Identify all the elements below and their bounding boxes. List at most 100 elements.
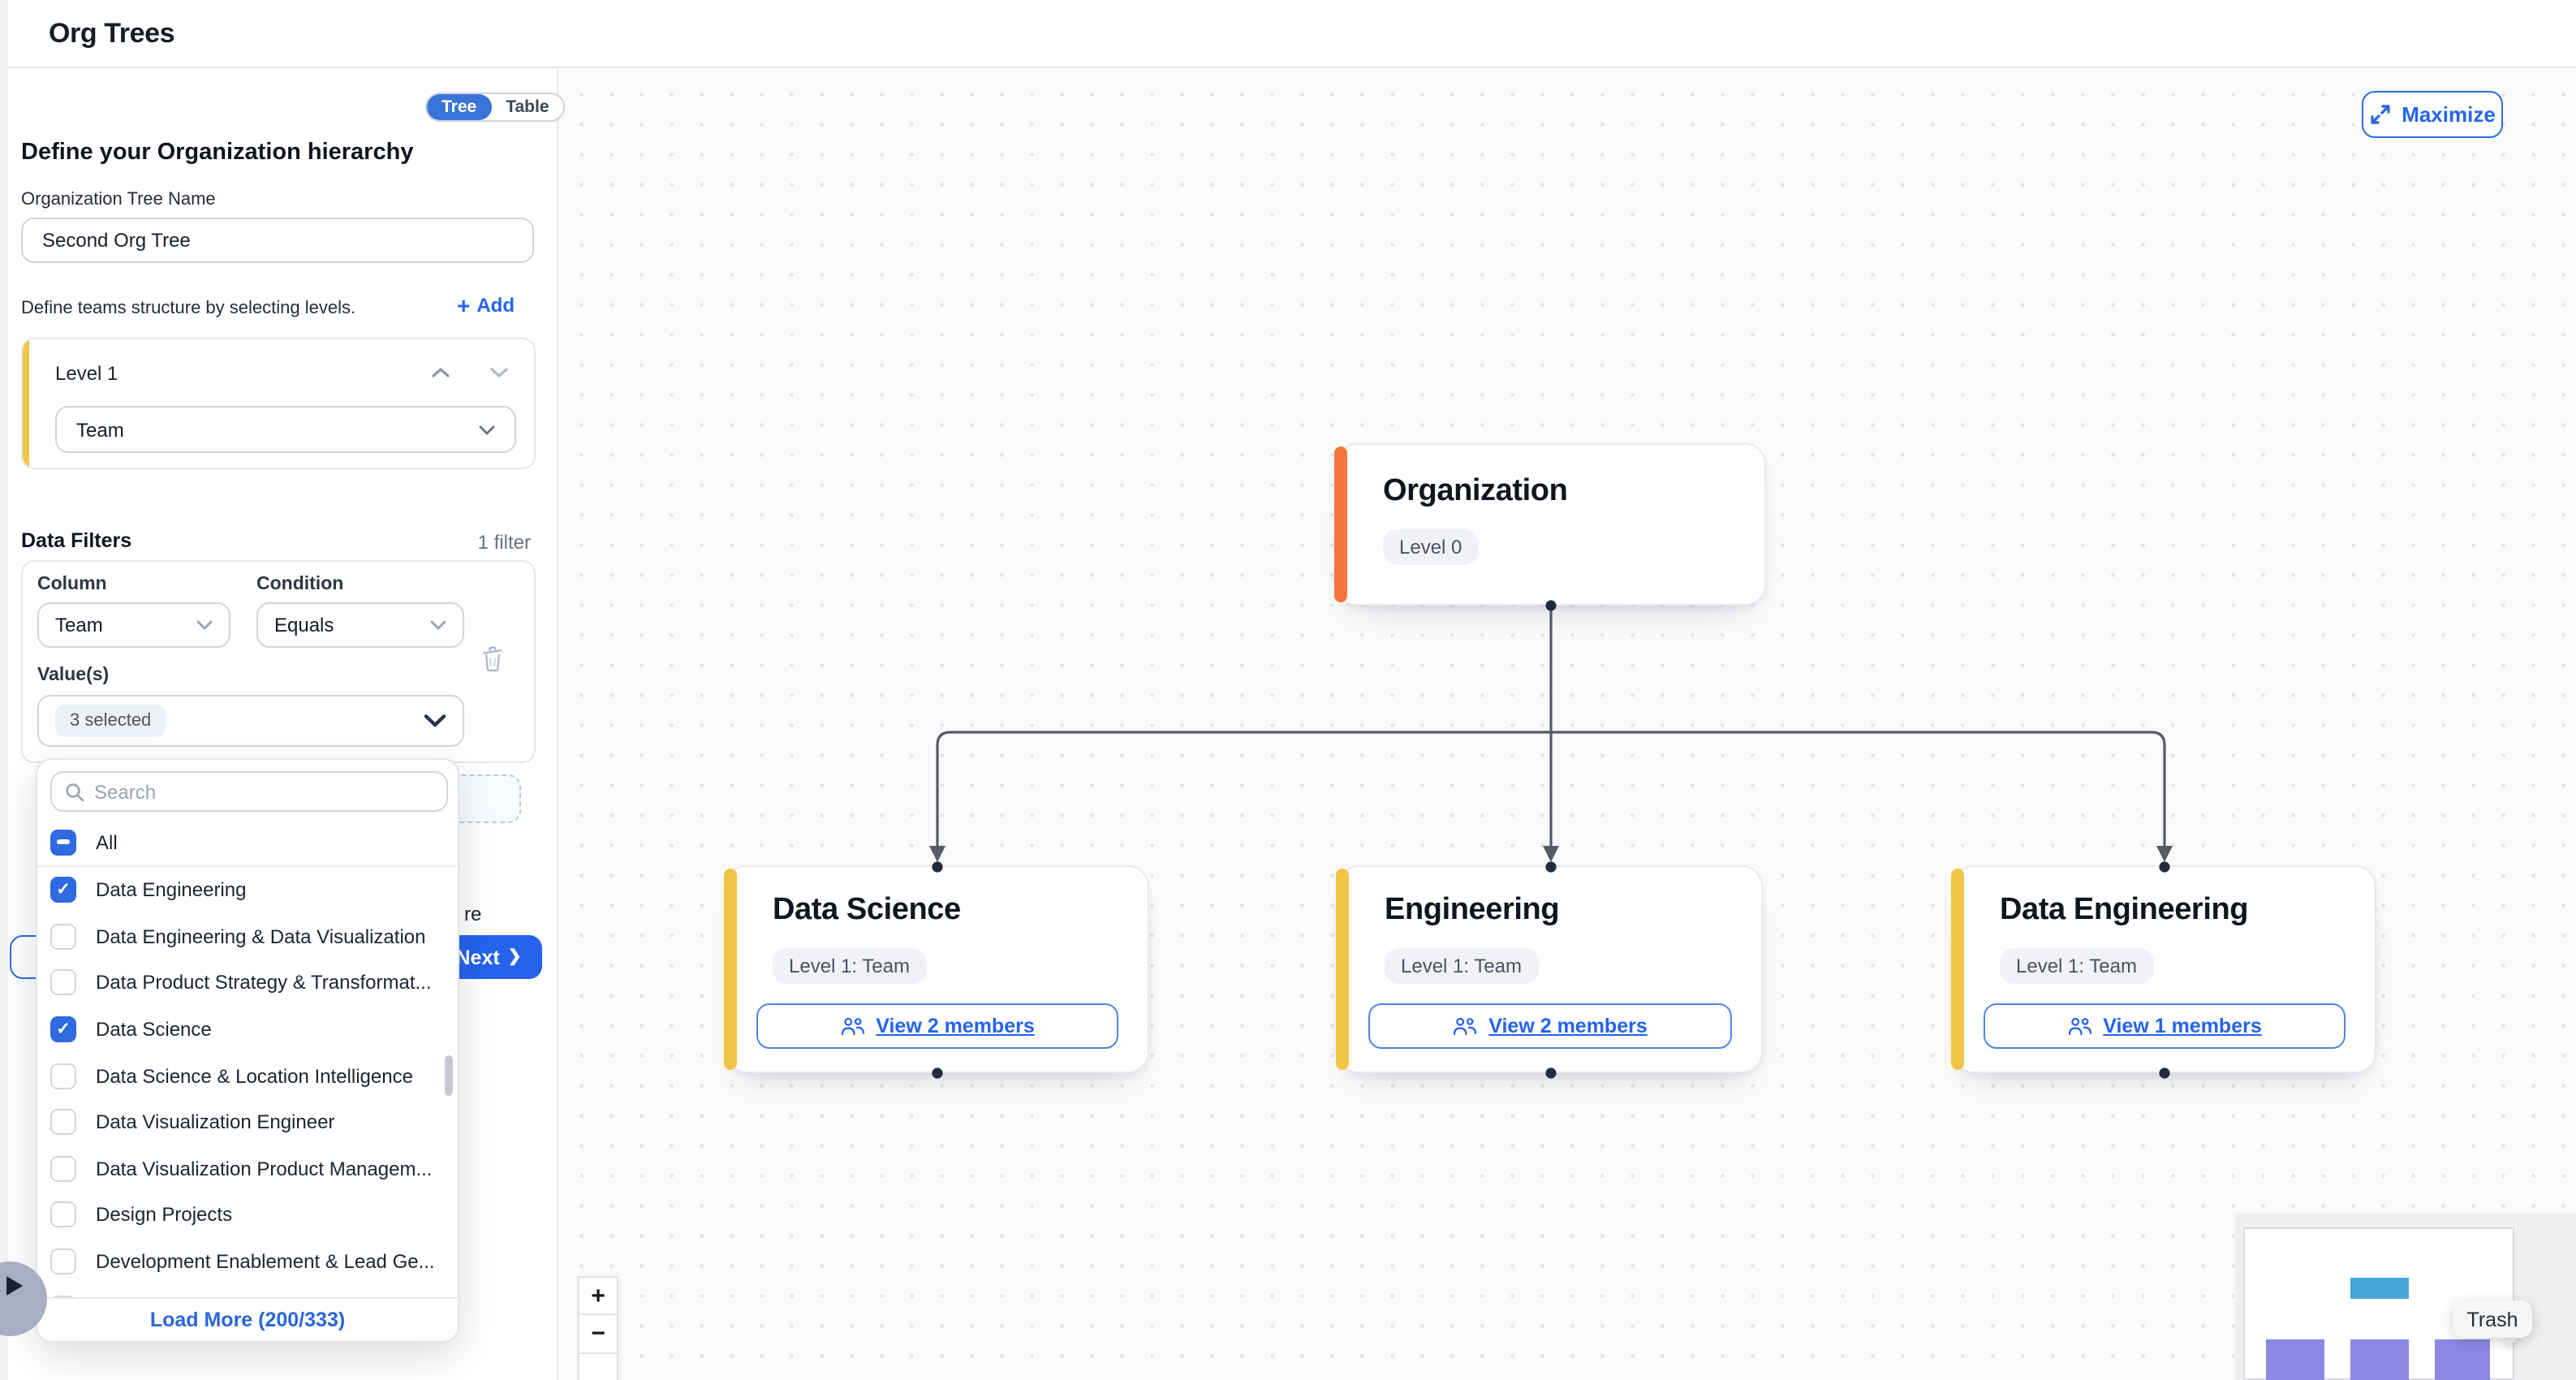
levels-hint: Define teams structure by selecting leve… — [21, 299, 356, 318]
load-more-button[interactable]: Load More (200/333) — [37, 1297, 458, 1341]
minimap-child-node — [2350, 1339, 2409, 1380]
view-members-button[interactable]: View 1 members — [1984, 1003, 2346, 1049]
chevron-down-icon — [430, 620, 446, 630]
view-members-button[interactable]: View 2 members — [756, 1003, 1118, 1049]
option-row[interactable]: Design Projects — [37, 1192, 458, 1238]
zoom-out-button[interactable]: − — [578, 1315, 618, 1354]
options-list: Data Engineering Data Engineering & Data… — [37, 867, 458, 1300]
node-title: Data Engineering — [2000, 893, 2249, 927]
tree-edges — [929, 600, 2173, 1079]
option-row[interactable]: Data Engineering & Data Visualization — [37, 913, 458, 960]
node-accent-bar — [1336, 869, 1349, 1070]
filter-condition-value: Equals — [274, 614, 334, 636]
search-input[interactable] — [94, 780, 433, 803]
option-row[interactable]: Data Product Strategy & Transformat... — [37, 960, 458, 1006]
add-level-button[interactable]: + Add — [457, 294, 515, 317]
delete-filter-button[interactable] — [480, 646, 506, 672]
dropdown-scrollbar[interactable] — [445, 1055, 453, 1096]
move-level-up-button[interactable] — [424, 356, 456, 388]
option-row[interactable]: Development Enablement & Lead Ge... — [37, 1239, 458, 1285]
play-icon — [6, 1276, 23, 1296]
select-all-checkbox[interactable] — [50, 829, 76, 855]
filter-column-select[interactable]: Team — [37, 602, 230, 648]
search-icon — [66, 783, 84, 801]
toggle-tree[interactable]: Tree — [427, 94, 492, 120]
filter-values-select[interactable]: 3 selected — [37, 695, 464, 747]
node-engineering[interactable]: Engineering Level 1: Team View 2 members — [1336, 865, 1763, 1073]
canvas-minimap[interactable] — [2235, 1213, 2576, 1380]
level-type-select[interactable]: Team — [55, 406, 516, 453]
values-label: Value(s) — [37, 666, 110, 685]
option-checkbox[interactable] — [50, 1248, 76, 1275]
add-level-label: Add — [476, 294, 515, 317]
selected-count-chip: 3 selected — [55, 705, 166, 737]
page-title: Org Trees — [49, 18, 175, 49]
trash-tooltip: Trash — [2453, 1300, 2532, 1338]
zoom-in-button[interactable]: + — [578, 1276, 618, 1315]
node-accent-bar — [1951, 869, 1964, 1070]
filter-card: Column Condition Team Equals — [21, 560, 536, 763]
members-icon — [841, 1017, 864, 1036]
node-title: Organization — [1383, 474, 1568, 508]
chevron-down-icon — [424, 714, 446, 727]
option-checkbox[interactable] — [50, 1155, 76, 1182]
node-accent-bar — [1334, 446, 1347, 602]
node-data-science[interactable]: Data Science Level 1: Team View 2 member… — [724, 865, 1149, 1073]
option-checkbox[interactable] — [50, 969, 76, 996]
level-type-value: Team — [76, 418, 124, 441]
node-data-engineering[interactable]: Data Engineering Level 1: Team View 1 me… — [1951, 865, 2376, 1073]
option-row[interactable]: Data Science — [37, 1007, 458, 1053]
canvas-zoom-controls: + − — [578, 1276, 618, 1380]
app-header: Org Trees — [8, 0, 2576, 68]
filter-column-value: Team — [55, 614, 103, 636]
view-members-button[interactable]: View 2 members — [1368, 1003, 1732, 1049]
column-label: Column — [37, 575, 107, 594]
minimap-root-node — [2350, 1278, 2409, 1299]
obscured-text-fragment: re — [464, 903, 482, 925]
maximize-icon — [2370, 105, 2389, 124]
maximize-button[interactable]: Maximize — [2362, 91, 2503, 138]
option-row[interactable]: Data Science & Location Intelligence — [37, 1053, 458, 1099]
plus-icon: + — [456, 292, 471, 318]
option-checkbox[interactable] — [50, 1063, 76, 1089]
select-all-row[interactable]: All — [37, 818, 458, 867]
tree-name-label: Organization Tree Name — [21, 190, 216, 209]
chevron-down-icon — [479, 425, 495, 434]
option-checkbox[interactable] — [50, 877, 76, 903]
panel-heading: Define your Organization hierarchy — [21, 140, 414, 166]
toggle-table[interactable]: Table — [506, 97, 549, 117]
fit-view-button[interactable] — [578, 1354, 618, 1380]
option-row[interactable]: Data Visualization Product Managem... — [37, 1145, 458, 1192]
option-checkbox[interactable] — [50, 1109, 76, 1136]
view-members-label: View 2 members — [1488, 1015, 1648, 1037]
node-organization[interactable]: Organization Level 0 — [1334, 443, 1766, 606]
option-row[interactable]: Data Visualization Engineer — [37, 1099, 458, 1145]
node-title: Data Science — [773, 893, 961, 927]
members-icon — [1454, 1017, 1477, 1036]
node-level-badge: Level 1: Team — [2000, 948, 2153, 984]
move-level-down-button[interactable] — [482, 356, 515, 388]
condition-label: Condition — [256, 575, 344, 594]
maximize-label: Maximize — [2402, 102, 2496, 127]
filter-condition-select[interactable]: Equals — [256, 602, 464, 648]
option-checkbox[interactable] — [50, 1201, 76, 1228]
org-tree-canvas[interactable]: Maximize Organization Level 0 Data S — [560, 70, 2576, 1380]
next-label: Next — [455, 946, 500, 968]
view-toggle: Tree Table — [425, 93, 566, 122]
dropdown-search — [50, 771, 448, 812]
option-checkbox[interactable] — [50, 1016, 76, 1043]
trash-icon — [482, 646, 502, 672]
level-accent-bar — [23, 339, 29, 468]
option-checkbox[interactable] — [50, 923, 76, 950]
level-title: Level 1 — [55, 362, 118, 385]
config-panel: Tree Table Define your Organization hier… — [8, 70, 566, 1380]
minimap-child-node — [2266, 1339, 2324, 1380]
node-level-badge: Level 1: Team — [1385, 948, 1538, 984]
option-row[interactable]: Data Engineering — [37, 867, 458, 913]
values-dropdown: All Data Engineering Data Engineering & … — [36, 758, 459, 1343]
node-title: Engineering — [1385, 893, 1560, 927]
view-members-label: View 2 members — [876, 1015, 1035, 1037]
chevron-right-icon: ❯ — [507, 948, 522, 966]
tree-name-input[interactable] — [21, 218, 534, 263]
